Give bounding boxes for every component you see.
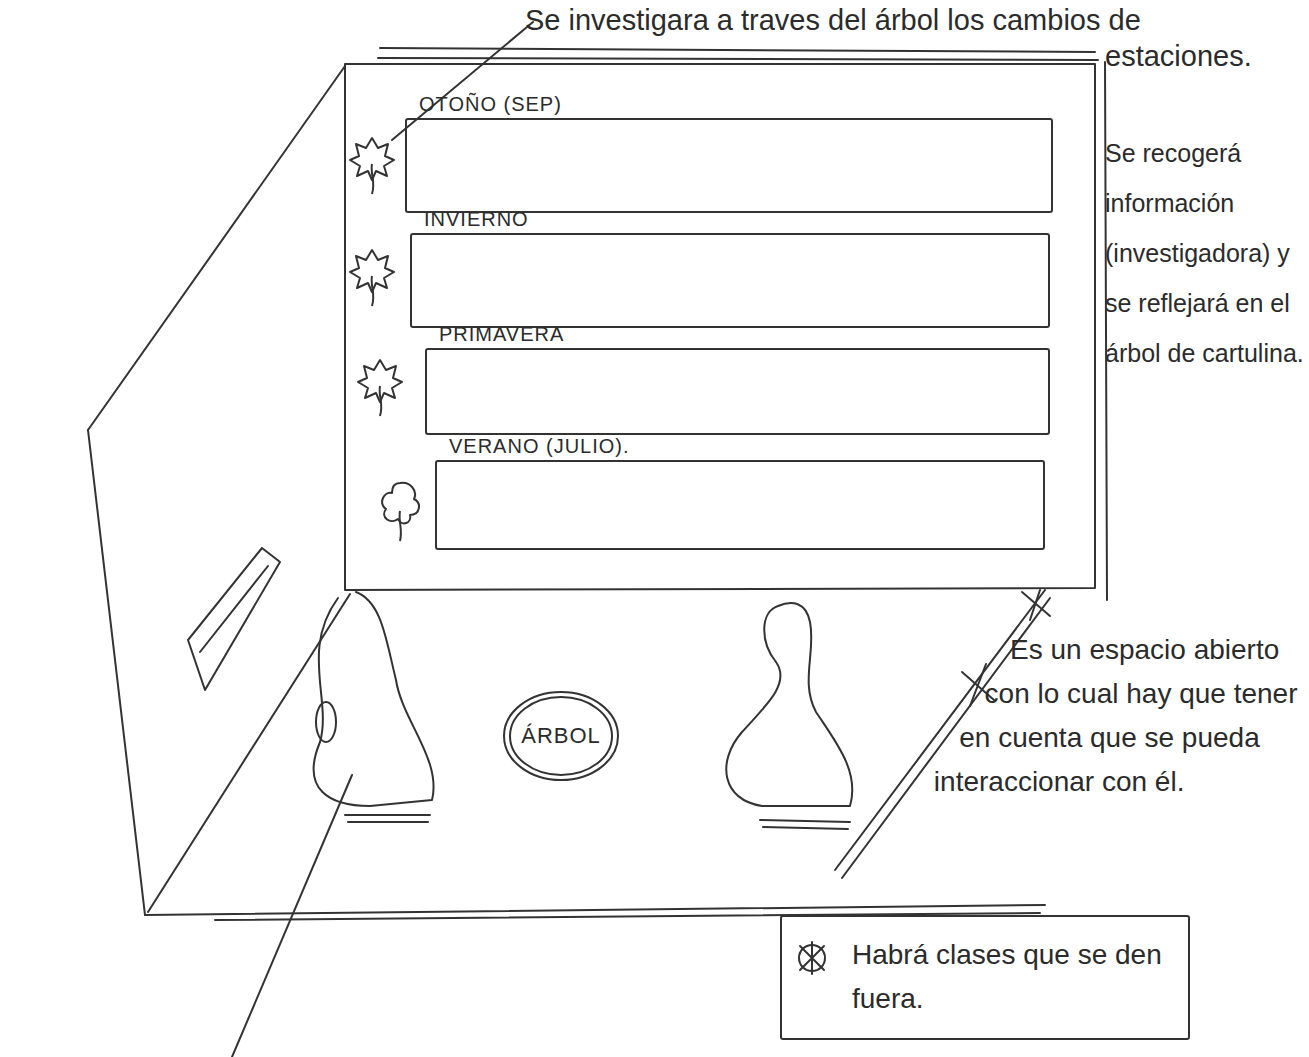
left-wall (88, 66, 345, 430)
note-text: Habrá clases que se den fuera. (852, 933, 1174, 1021)
top-rail (380, 48, 1095, 52)
wrap-spacer (525, 38, 1105, 438)
floor-edge (148, 594, 350, 912)
season-panel: OTOÑO (SEP) (405, 90, 1053, 213)
cross-mark (1022, 590, 1050, 620)
sculpture (314, 592, 434, 806)
season-panel: VERANO (JULIO). (435, 432, 1045, 550)
wrap-spacer (1159, 2, 1309, 38)
sculpture-hole (316, 702, 336, 742)
season-heading: VERANO (JULIO). (435, 432, 1045, 460)
leaf-icon (350, 138, 394, 194)
season-heading: OTOÑO (SEP) (405, 90, 1053, 118)
season-heading: INVIERNO (410, 205, 1050, 233)
season-panel: INVIERNO (410, 205, 1050, 328)
window (188, 548, 280, 690)
sculpture-base (760, 820, 850, 829)
top-rail (378, 58, 1098, 60)
tree-label: ÁRBOL (521, 723, 601, 749)
sculpture (726, 603, 852, 806)
asterisk-symbol (799, 945, 825, 971)
leaf-icon (358, 360, 402, 416)
floor-edge (145, 905, 1045, 915)
note-box: Habrá clases que se den fuera. (780, 915, 1190, 1040)
leaf-icon (382, 483, 419, 541)
asterisk-symbol (800, 942, 824, 974)
sculpture-base (345, 815, 430, 822)
leader-line (232, 775, 352, 1057)
leaf-icon (350, 250, 394, 306)
top-note: Se investigara a traves del árbol los ca… (525, 2, 1309, 438)
window (200, 566, 268, 652)
season-panel: PRIMAVERA (425, 320, 1050, 435)
season-box (425, 348, 1050, 435)
season-heading: PRIMAVERA (425, 320, 1050, 348)
left-wall (88, 430, 145, 915)
side-note: Es un espacio abierto con lo cual hay qu… (860, 628, 1309, 888)
side-note: Se recogerá información (investigadora) … (1105, 128, 1309, 378)
season-box (435, 460, 1045, 550)
back-wall (345, 64, 1095, 590)
season-box (405, 118, 1053, 213)
season-box (410, 233, 1050, 328)
tree-circle: ÁRBOL (502, 690, 620, 782)
leader-line (392, 22, 533, 140)
wrap-spacer (860, 628, 1010, 888)
